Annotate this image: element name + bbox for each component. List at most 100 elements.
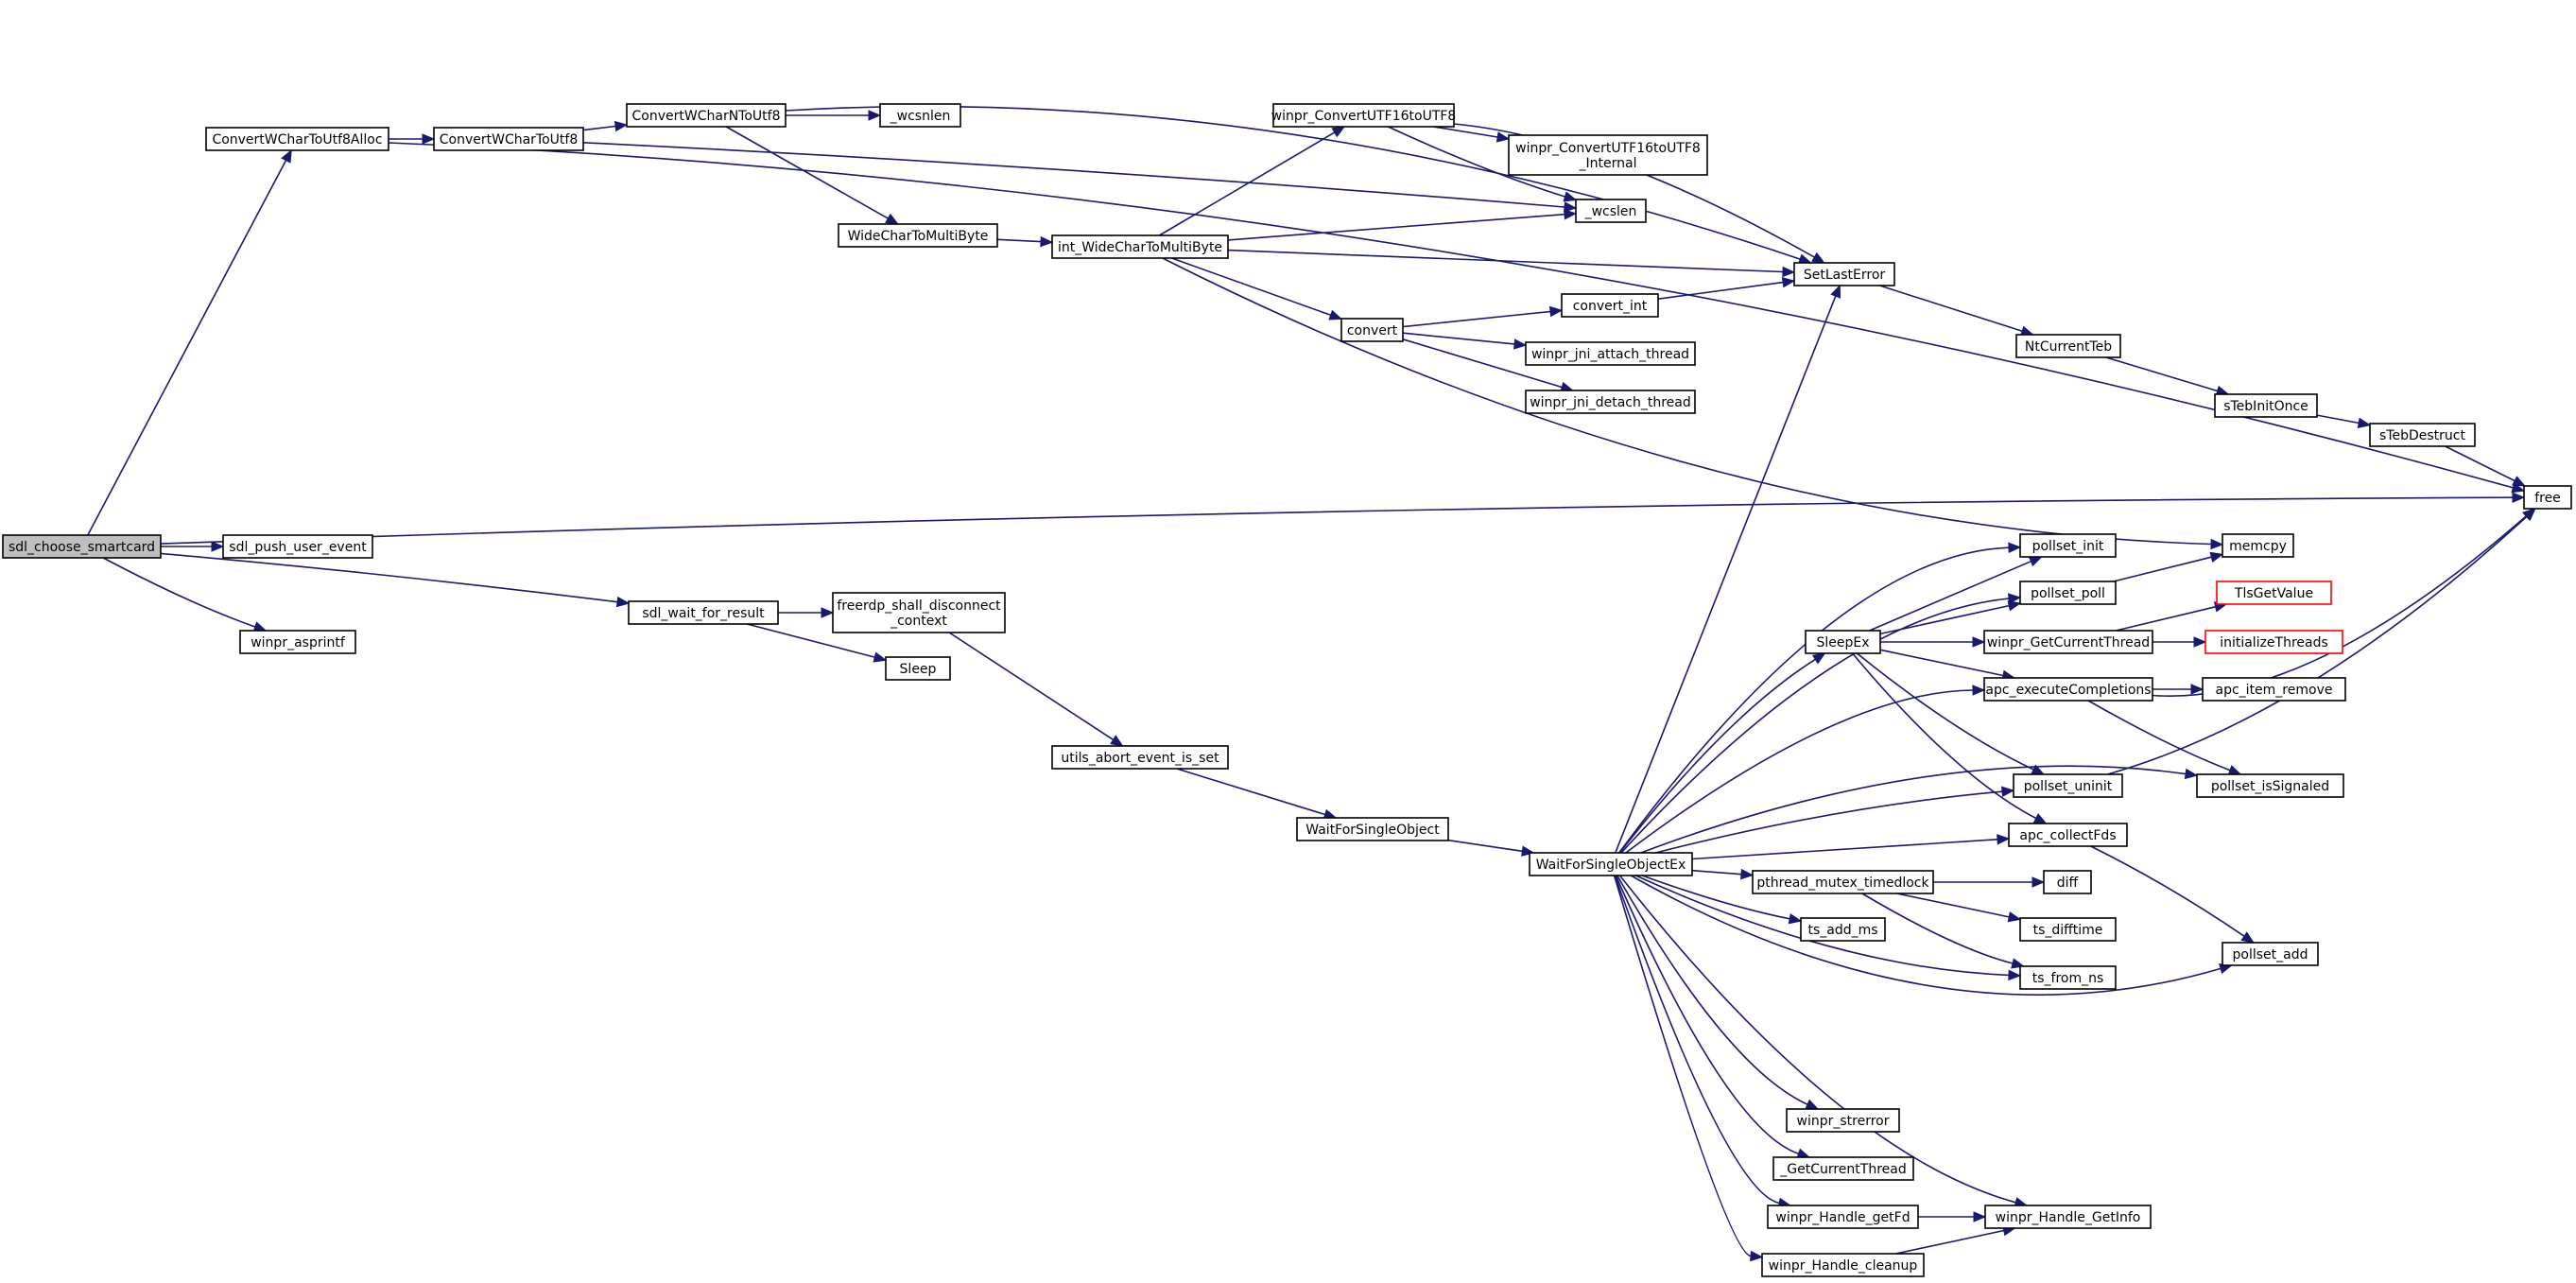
edge-SleepEx-to-apc_executeCompletions [1879, 649, 2016, 682]
node-stebinitonce[interactable]: sTebInitOnce [2214, 393, 2318, 418]
node-label: _GetCurrentThread [1779, 1162, 1907, 1177]
edge-apc_executeCompletions-to-apc_item_remove [2152, 684, 2204, 695]
node-wcslen[interactable]: _wcslen [1575, 199, 1647, 223]
node-convertwchartoutf8[interactable]: ConvertWCharToUtf8 [433, 127, 584, 151]
node-box [2043, 870, 2092, 894]
arrow-head [1750, 1250, 1764, 1262]
edge-ConvertWCharToUtf8-to-_wcslen [582, 142, 1578, 213]
node-waitforsingleobjectex[interactable]: WaitForSingleObjectEx [1529, 852, 1693, 876]
edge-int_WideCharToMultiByte-to-_wcslen [1227, 209, 1578, 241]
node-ts-difftime[interactable]: ts_difftime [2019, 917, 2117, 942]
node-int-widechartomultibyte[interactable]: int_WideCharToMultiByte [1051, 234, 1229, 259]
node-winpr-handle-getinfo[interactable]: winpr_Handle_GetInfo [1984, 1205, 2152, 1229]
node-free[interactable]: free [2523, 485, 2572, 510]
arrow-head [1740, 868, 1755, 880]
node-sdl-wait-for-result[interactable]: sdl_wait_for_result [628, 600, 779, 625]
node-sleep[interactable]: Sleep [885, 656, 951, 681]
edge-line [1447, 839, 1523, 853]
edge-line [1613, 875, 1752, 1257]
node-box [626, 103, 787, 128]
edge-WaitForSingleObjectEx-to-pollset_poll [1620, 593, 2022, 854]
arrow-head [2031, 876, 2046, 888]
edge-line [1856, 652, 2034, 771]
node-freerdp-shall-disconnect-context[interactable]: freerdp_shall_disconnect_context [832, 592, 1006, 633]
node-convert-int[interactable]: convert_int [1561, 293, 1659, 318]
node-setlasterror[interactable]: SetLastError [1793, 262, 1895, 286]
edge-line [1691, 869, 1742, 876]
edge-line [1618, 875, 2016, 1204]
node-pollset-issignaled[interactable]: pollset_isSignaled [2196, 773, 2344, 798]
arrow-head [1972, 636, 1986, 648]
node-sdl-push-user-event[interactable]: sdl_push_user_event [222, 534, 373, 559]
node-sleepex[interactable]: SleepEx [1805, 630, 1881, 654]
node-getcurrentthread[interactable]: _GetCurrentThread [1772, 1156, 1914, 1181]
node-winpr-jni-detach-thread[interactable]: winpr_jni_detach_thread [1525, 390, 1696, 414]
node-utils-abort-event-is-set[interactable]: utils_abort_event_is_set [1051, 745, 1229, 770]
node-ts-add-ms[interactable]: ts_add_ms [1800, 917, 1886, 942]
node-label: pollset_isSignaled [2211, 779, 2329, 794]
node-diff[interactable]: diff [2043, 870, 2092, 894]
node-pollset-add[interactable]: pollset_add [2222, 942, 2319, 966]
node-winpr-strerror[interactable]: winpr_strerror [1786, 1108, 1900, 1133]
node-box [2222, 942, 2319, 966]
node-convertwcharntoutf8[interactable]: ConvertWCharNToUtf8 [626, 103, 787, 128]
node-pollset-poll[interactable]: pollset_poll [2019, 581, 2117, 605]
edge-convert-to-convert_int [1402, 305, 1564, 328]
edge-line [87, 160, 287, 536]
node-label: pollset_add [2233, 947, 2308, 962]
node-convertwchartoutf8alloc[interactable]: ConvertWCharToUtf8Alloc [205, 127, 389, 151]
node-widechartomultibyte[interactable]: WideCharToMultiByte [838, 223, 998, 248]
node-label: apc_executeCompletions [1985, 683, 2151, 698]
node-box [1525, 390, 1696, 414]
node-apc-item-remove[interactable]: apc_item_remove [2202, 677, 2346, 702]
node-box [2222, 533, 2294, 558]
node-memcpy[interactable]: memcpy [2222, 533, 2294, 558]
node-label: WaitForSingleObjectEx [1536, 858, 1686, 873]
edge-WideCharToMultiByte-to-int_WideCharToMultiByte [996, 235, 1054, 248]
node-winpr-convertutf16toutf8[interactable]: winpr_ConvertUTF16toUTF8 [1271, 103, 1457, 128]
edge-ConvertWCharToUtf8Alloc-to-free [388, 142, 2526, 494]
arrow-head [1781, 277, 1796, 288]
node-winpr-asprintf[interactable]: winpr_asprintf [239, 630, 356, 654]
node-label: winpr_Handle_GetInfo [1996, 1210, 2141, 1225]
node-label: winpr_ConvertUTF16toUTF8 [1271, 109, 1457, 124]
edge-sdl_choose_smartcard-to-ConvertWCharToUtf8Alloc [87, 148, 292, 536]
node-winpr-handle-cleanup[interactable]: winpr_Handle_cleanup [1761, 1253, 1925, 1277]
node-ntcurrentteb[interactable]: NtCurrentTeb [2015, 334, 2121, 358]
node-initializethreads[interactable]: initializeThreads [2204, 630, 2343, 654]
node-winpr-jni-attach-thread[interactable]: winpr_jni_attach_thread [1525, 341, 1696, 366]
node-winpr-handle-getfd[interactable]: winpr_Handle_getFd [1767, 1205, 1919, 1229]
node-ts-from-ns[interactable]: ts_from_ns [2019, 965, 2117, 990]
edge-WaitForSingleObjectEx-to-ts_add_ms [1641, 875, 1803, 925]
node-pollset-init[interactable]: pollset_init [2019, 533, 2117, 558]
node-winpr-convertutf16toutf8-internal[interactable]: winpr_ConvertUTF16toUTF8_Internal [1508, 134, 1708, 176]
edge-sdl_choose_smartcard-to-sdl_push_user_event [161, 541, 225, 552]
node-tlsgetvalue[interactable]: TlsGetValue [2216, 581, 2332, 605]
node-pollset-uninit[interactable]: pollset_uninit [2013, 773, 2123, 798]
node-label: _wcslen [1584, 204, 1637, 219]
edge-sdl_choose_smartcard-to-sdl_wait_for_result [160, 552, 631, 608]
node-label: pthread_mutex_timedlock [1756, 876, 1929, 891]
node-box [1051, 745, 1229, 770]
node-waitforsingleobject[interactable]: WaitForSingleObject [1296, 817, 1449, 841]
node-label: sTebDestruct [2379, 428, 2465, 443]
node-box [2204, 630, 2343, 654]
node-sdl-choose-smartcard[interactable]: sdl_choose_smartcard [2, 534, 162, 559]
node-stebdestruct[interactable]: sTebDestruct [2369, 423, 2476, 447]
edge-sdl_choose_smartcard-to-free [160, 492, 2526, 545]
node-label: winpr_Handle_getFd [1775, 1210, 1910, 1225]
node-box [1575, 199, 1647, 223]
node-wcsnlen[interactable]: _wcsnlen [879, 103, 961, 128]
edge-line [2087, 700, 2231, 772]
node-pthread-mutex-timedlock[interactable]: pthread_mutex_timedlock [1752, 870, 1934, 894]
node-convert[interactable]: convert [1340, 318, 1404, 342]
edge-line [1879, 649, 2004, 677]
node-apc-collectfds[interactable]: apc_collectFds [2008, 823, 2128, 847]
node-winpr-getcurrentthread[interactable]: winpr_GetCurrentThread [1983, 630, 2153, 654]
node-apc-executecompletions[interactable]: apc_executeCompletions [1983, 677, 2153, 702]
node-label: _context [890, 614, 947, 629]
arrow-head [1788, 913, 1803, 925]
edge-line [1402, 310, 1551, 328]
node-box [628, 600, 779, 625]
node-label: freerdp_shall_disconnect [837, 598, 1001, 614]
